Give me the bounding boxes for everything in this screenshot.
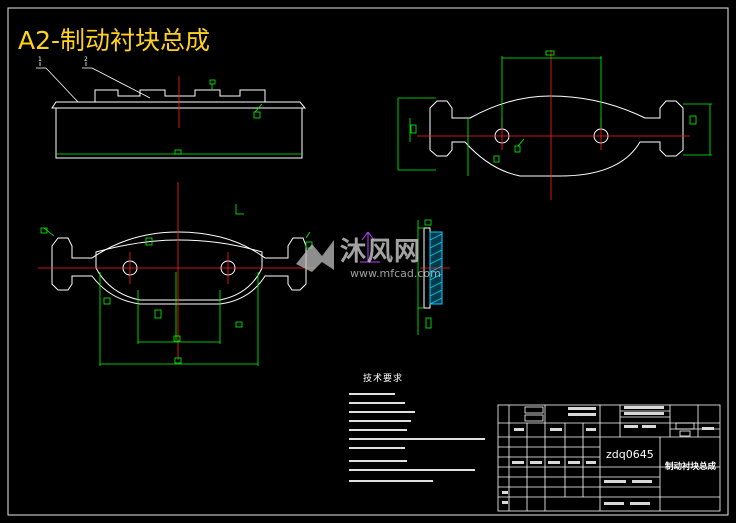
tb-glyph	[604, 502, 624, 505]
front-view-dims	[40, 204, 313, 366]
balloon-2-label: 2	[84, 56, 88, 63]
sheet-border	[7, 7, 729, 516]
watermark-url: www.mfcad.com	[350, 267, 441, 280]
tb-mark	[679, 430, 691, 437]
dim-text	[253, 111, 261, 119]
dim-text	[174, 357, 182, 364]
tb-glyph	[642, 425, 656, 428]
section-hatch	[429, 233, 443, 305]
dim-text	[154, 309, 162, 319]
tb-glyph	[548, 461, 560, 464]
plan-view-right-centerlines	[417, 50, 690, 200]
dim-text	[424, 219, 432, 226]
tb-glyph	[530, 461, 542, 464]
tb-glyph	[568, 407, 596, 410]
note-line	[349, 402, 405, 404]
dim-line	[517, 138, 525, 147]
drawing-number: zdq0645	[606, 448, 654, 461]
dim-text	[40, 227, 48, 234]
tb-glyph	[630, 502, 650, 505]
watermark-name: 沐风网	[340, 237, 422, 267]
tb-glyph	[624, 412, 664, 415]
note-line	[349, 393, 395, 395]
balloons	[39, 62, 87, 66]
tb-glyph	[514, 428, 524, 431]
tech-requirements-title: 技术要求	[363, 374, 404, 384]
dim-line	[254, 103, 263, 113]
drawing-title: A2-制动衬块总成	[18, 26, 211, 55]
section-arrow	[361, 231, 369, 241]
tb-glyph	[624, 406, 664, 409]
dim-text	[514, 145, 521, 153]
tb-mark	[524, 406, 544, 414]
plan-view-right-dims	[397, 50, 712, 176]
dim-text	[425, 317, 432, 329]
note-line	[349, 420, 411, 422]
dim-text	[145, 237, 153, 246]
tb-glyph	[568, 461, 580, 464]
title-block	[497, 404, 721, 512]
dim-text	[173, 335, 181, 342]
tb-mark	[524, 414, 544, 422]
tb-glyph	[568, 413, 596, 416]
section-marker	[360, 231, 380, 263]
leader-lines	[36, 67, 151, 103]
backing-plate-outline	[51, 101, 307, 109]
dim-text	[103, 297, 111, 305]
backing-plate-front	[51, 231, 307, 305]
section-arrow	[367, 231, 375, 241]
title-block-glyphs	[502, 406, 714, 505]
dim-text	[689, 115, 697, 125]
tb-glyph	[586, 461, 596, 464]
title-block-frame	[497, 404, 721, 512]
leader-1	[45, 67, 79, 103]
dim-text	[174, 149, 182, 155]
tb-glyph	[586, 428, 596, 431]
dim-text	[493, 155, 500, 163]
front-view-centerlines	[38, 182, 316, 360]
tb-glyph	[702, 427, 714, 430]
dim-line	[305, 231, 311, 239]
dim-text	[410, 124, 417, 134]
dim-text	[235, 321, 243, 328]
tb-mark	[675, 422, 695, 430]
balloon-1-label: 1	[38, 56, 42, 63]
leader-2	[91, 67, 151, 99]
side-view	[51, 89, 307, 159]
note-line	[349, 429, 407, 431]
friction-pads-outline	[94, 89, 266, 102]
tech-notes-lines	[349, 393, 485, 482]
tb-glyph	[604, 480, 626, 483]
dim-line	[43, 227, 55, 237]
tb-glyph	[502, 491, 508, 494]
tb-glyph	[632, 480, 652, 483]
dim-text	[209, 79, 216, 85]
side-view-dims	[56, 79, 302, 155]
tb-glyph	[550, 428, 562, 431]
dim-text	[545, 50, 555, 56]
tb-glyph	[502, 501, 508, 504]
watermark: 沐风网 www.mfcad.com	[292, 236, 452, 288]
tb-glyph	[624, 425, 638, 428]
logo-mark	[296, 240, 334, 272]
note-line	[349, 438, 485, 440]
backing-plate-right	[429, 95, 684, 177]
note-line	[349, 480, 433, 482]
part-name: 制动衬块总成	[665, 462, 717, 472]
note-line	[349, 460, 407, 462]
friction-outline-front	[95, 239, 263, 301]
note-line	[349, 447, 405, 449]
watermark-logo	[296, 240, 334, 272]
note-line	[349, 411, 415, 413]
tb-glyph	[512, 461, 524, 464]
note-line	[349, 469, 475, 471]
section-view	[417, 219, 450, 335]
